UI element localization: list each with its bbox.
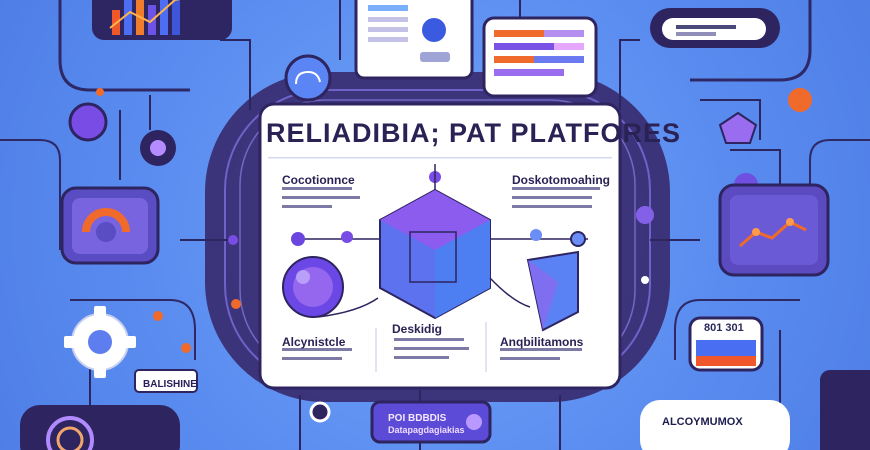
gauge-value-label: 801 301 bbox=[704, 322, 744, 334]
card-title: RELIADIBIA; PAT PLATFORES bbox=[266, 118, 681, 148]
section-heading-bottom-right: Anqbilitamons bbox=[500, 335, 584, 349]
gear-icon-shape bbox=[64, 306, 136, 378]
left-badge-label: BALISHINE bbox=[143, 379, 197, 390]
section-heading-left: Cocotionnce bbox=[282, 173, 355, 187]
cube-graphic bbox=[379, 188, 491, 320]
section-heading-bottom-left: Alcynistcle bbox=[282, 335, 346, 349]
action-button-label[interactable]: POI BDBDIS bbox=[388, 413, 447, 424]
bar-chart-icon bbox=[109, 0, 181, 35]
section-heading-bottom-center: Deskidig bbox=[392, 322, 443, 336]
main-card bbox=[258, 102, 622, 390]
left-orb bbox=[282, 256, 344, 318]
action-button-sublabel[interactable]: Datapagdagiakias bbox=[388, 425, 465, 435]
section-heading-right: Doskotomoahing bbox=[512, 173, 610, 187]
right-badge-label: ALCOYMUMOX bbox=[662, 416, 743, 428]
